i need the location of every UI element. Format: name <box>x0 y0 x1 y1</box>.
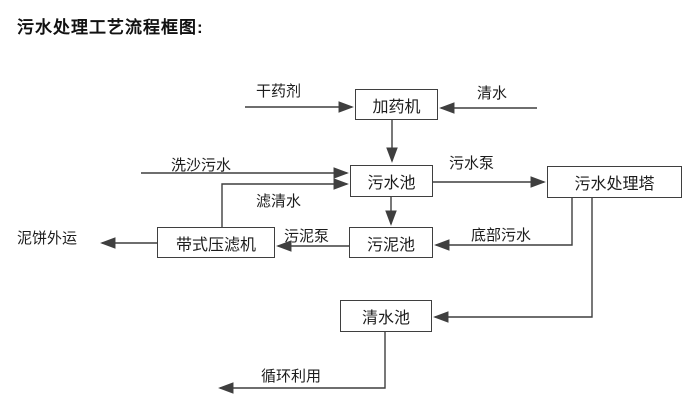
edge-label-sewage-pump: 污水泵 <box>449 155 495 172</box>
node-sewage-pool: 污水池 <box>350 165 433 197</box>
node-dosing-machine: 加药机 <box>355 89 438 120</box>
node-sludge-pool: 污泥池 <box>349 227 433 258</box>
edge-label-sludge-pump: 污泥泵 <box>284 228 330 245</box>
node-sewage-treatment-tower: 污水处理塔 <box>547 166 682 198</box>
edge-label-recycling: 循环利用 <box>261 368 322 385</box>
page-title: 污水处理工艺流程框图: <box>17 18 204 37</box>
edge-label-sand-washing-sewage: 洗沙污水 <box>171 157 232 174</box>
edge-label-clear-water: 清水 <box>477 85 508 102</box>
arrow-filtered-water-press-to-sewage-pool <box>221 178 349 227</box>
edge-label-bottom-sewage: 底部污水 <box>471 227 532 244</box>
edge-label-filtered-water: 滤清水 <box>256 193 302 210</box>
node-belt-filter-press: 带式压滤机 <box>157 227 275 258</box>
arrow-bottom-sewage-tower-to-sludge-pool <box>434 198 573 251</box>
edge-label-dry-chemical: 干药剂 <box>256 83 302 100</box>
arrow-tower-to-clear-water-pool <box>433 198 593 323</box>
edge-label-mud-cake-outbound: 泥饼外运 <box>17 230 78 247</box>
node-clear-water-pool: 清水池 <box>340 300 432 332</box>
arrow-clear-water-pool-to-recycling <box>218 332 386 394</box>
